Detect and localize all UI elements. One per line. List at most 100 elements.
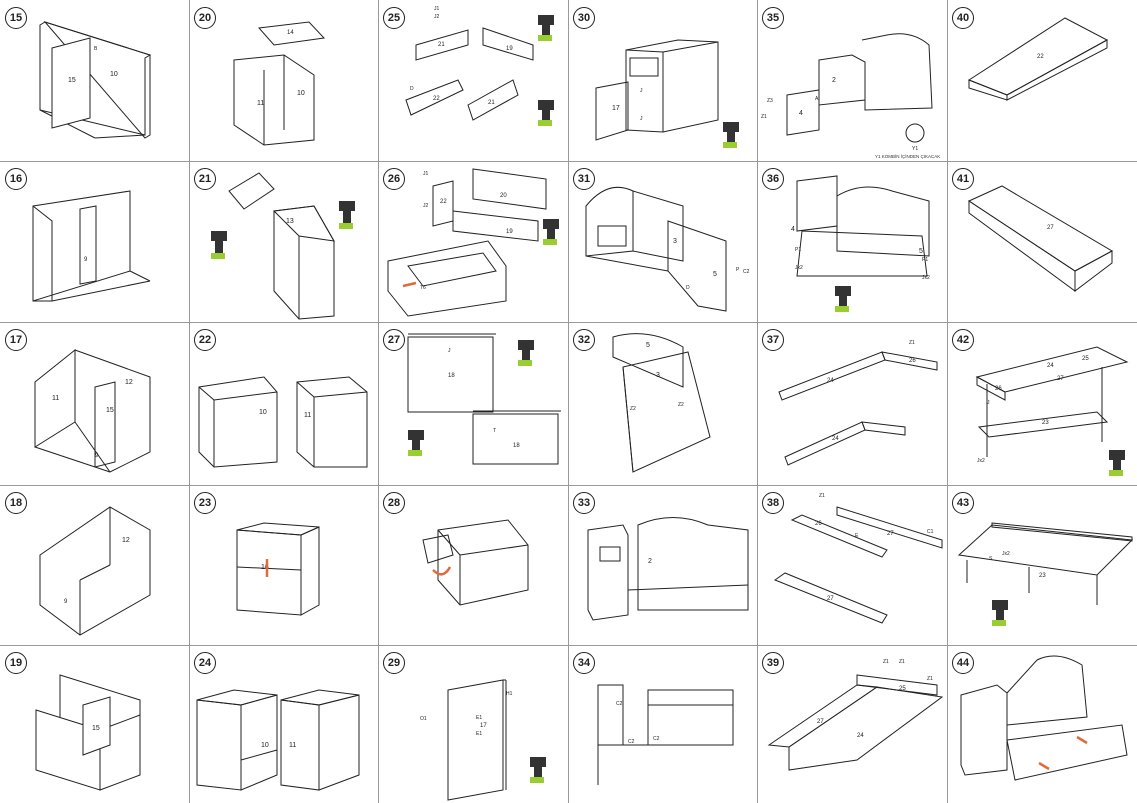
part-label: C2	[743, 269, 750, 275]
step-number: 31	[573, 168, 595, 190]
step-panel-44: 44	[947, 645, 1137, 803]
part-label: 4	[799, 110, 803, 117]
part-label: Z3	[767, 98, 773, 104]
part-label: P	[736, 267, 740, 273]
part-label: B	[94, 46, 98, 52]
step-number: 39	[762, 652, 784, 674]
step-number: 19	[5, 652, 27, 674]
part-label: 23	[1039, 573, 1046, 579]
step-panel-18: 18 12 9	[0, 485, 189, 645]
step-number: 41	[952, 168, 974, 190]
part-label: P1	[922, 257, 928, 263]
drill-icon	[835, 286, 851, 312]
part-label: 15	[106, 407, 114, 414]
part-label: 24	[832, 436, 839, 442]
step-panel-33: 33 2	[568, 485, 757, 645]
part-label: E	[855, 533, 859, 539]
part-label: 16	[261, 564, 269, 571]
part-label: 10	[297, 90, 305, 97]
arrow-icon	[1076, 735, 1088, 745]
arrow-icon	[432, 566, 452, 576]
drill-icon	[1109, 450, 1125, 476]
step-43-illustration: 23 Jx2 S	[957, 522, 1134, 626]
part-label: D	[686, 285, 690, 291]
part-label: Z1	[883, 659, 889, 665]
step-18-illustration: 12 9	[39, 506, 151, 636]
step-number: 35	[762, 7, 784, 29]
part-label: 24	[857, 733, 864, 739]
step-panel-27: 27 18 18 J T	[378, 322, 568, 485]
step-panel-40: 40 22	[947, 0, 1137, 161]
grid-divider	[0, 645, 1137, 646]
step-number: 43	[952, 492, 974, 514]
step-panel-25: 25 21 19 22 21 J1 J2 D	[378, 0, 568, 161]
step-number: 17	[5, 329, 27, 351]
step-21-illustration: 13	[211, 172, 355, 320]
step-panel-34: 34 C2 C2 C2	[568, 645, 757, 803]
step-number: 16	[5, 168, 27, 190]
step-29-illustration: 17 E1 E1 O1 H1	[420, 679, 546, 801]
step-17-illustration: 11 12 15 9	[34, 348, 151, 473]
part-label: 10	[261, 742, 269, 749]
part-label: 17	[480, 723, 487, 729]
step-panel-42: 42 24 25 26 27 23 J Jx2	[947, 322, 1137, 485]
part-label: Jx2	[977, 458, 985, 464]
drill-icon	[518, 340, 534, 366]
part-label: 12	[125, 379, 133, 386]
part-label: 27	[1047, 225, 1054, 231]
part-label: 5	[919, 248, 923, 255]
step-panel-26: 26 20 22 19 J1 J2 T6	[378, 161, 568, 322]
step-number: 32	[573, 329, 595, 351]
part-label: 17	[612, 105, 620, 112]
step-28-illustration	[422, 519, 529, 606]
step-panel-17: 17 11 12 15 9	[0, 322, 189, 485]
part-label: C2	[653, 736, 660, 742]
part-label: 15	[68, 77, 76, 84]
drill-icon	[339, 201, 355, 229]
part-label: J2	[434, 14, 440, 20]
part-label: 11	[52, 395, 59, 402]
arrow-icon	[1038, 761, 1050, 771]
step-number: 29	[383, 652, 405, 674]
step-36-illustration: 4 5 P1 Jx2 P1 Jx2	[791, 175, 930, 312]
part-label: 25	[899, 686, 906, 692]
part-label: E1	[476, 715, 482, 721]
grid-divider	[0, 161, 1137, 162]
part-label: 5	[646, 342, 650, 349]
step-number: 28	[383, 492, 405, 514]
grid-divider	[947, 0, 948, 803]
part-label: Z1	[927, 676, 933, 682]
step-number: 34	[573, 652, 595, 674]
step-panel-30: 30 17 J J	[568, 0, 757, 161]
step-panel-29: 29 17 E1 E1 O1 H1	[378, 645, 568, 803]
grid-divider	[757, 0, 758, 803]
step-number: 22	[194, 329, 216, 351]
part-label: 3	[656, 372, 660, 379]
step-31-illustration: 3 5 P C2 D	[585, 186, 750, 312]
part-label: 13	[286, 218, 294, 225]
step-number: 36	[762, 168, 784, 190]
step-24-illustration: 10 11	[196, 689, 360, 791]
step-panel-43: 43 23 Jx2 S	[947, 485, 1137, 645]
step-number: 15	[5, 7, 27, 29]
part-label: 14	[287, 30, 294, 36]
part-label: T	[493, 428, 496, 434]
step-panel-15: 15 15 10 B	[0, 0, 189, 161]
part-label: O1	[420, 716, 427, 722]
step-25-illustration: 21 19 22 21 J1 J2 D	[405, 6, 554, 126]
drill-icon	[723, 122, 739, 148]
step-panel-24: 24 10 11	[189, 645, 378, 803]
step-panel-16: 16 9	[0, 161, 189, 322]
arrow-icon	[402, 281, 417, 288]
step-number: 30	[573, 7, 595, 29]
step-panel-37: 37 24 24 26 Z1	[757, 322, 947, 485]
part-label: 12	[122, 537, 130, 544]
step-panel-39: 39 27 24 25 Z1 Z1 Z1	[757, 645, 947, 803]
drill-icon	[538, 100, 554, 126]
part-label: T6	[420, 285, 426, 291]
step-32-illustration: 5 3 Z2 Z2	[612, 333, 711, 473]
step-33-illustration: 2	[587, 517, 749, 621]
part-label: Jx2	[1002, 551, 1010, 557]
part-label: 19	[506, 46, 513, 52]
